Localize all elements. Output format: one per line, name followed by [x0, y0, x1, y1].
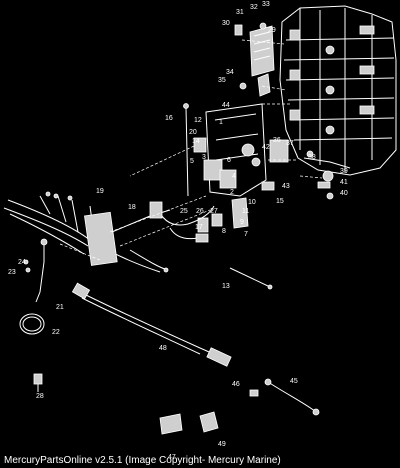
callout-27: 27	[210, 208, 218, 215]
callout-23: 23	[8, 269, 16, 276]
cable-25	[149, 201, 215, 243]
callout-42: 42	[262, 144, 270, 151]
callout-36: 36	[273, 137, 281, 144]
callout-11: 11	[242, 208, 249, 215]
callout-47: 47	[168, 454, 176, 461]
callout-labels: 1 2 3 4 5 6 7 8 9 10 11 12 13 14 15 16 1…	[8, 1, 348, 461]
callout-35: 35	[218, 77, 226, 84]
callout-48: 48	[159, 345, 167, 352]
callout-22: 22	[52, 329, 60, 336]
rod-13	[229, 267, 269, 287]
callout-16: 16	[165, 115, 173, 122]
callout-6: 6	[227, 157, 231, 164]
cable-45	[249, 378, 320, 416]
callout-43: 43	[282, 183, 290, 190]
callout-20: 20	[189, 129, 197, 136]
leader-lines	[59, 39, 323, 261]
callout-9: 9	[240, 219, 244, 226]
callout-38: 38	[308, 154, 316, 161]
callout-44: 44	[222, 102, 230, 109]
parts-47-49	[159, 411, 219, 435]
sensor-group	[306, 150, 334, 200]
rod-16-tip	[183, 103, 189, 109]
callout-12: 12	[194, 117, 202, 124]
callout-2: 2	[230, 189, 234, 196]
callout-31: 31	[236, 9, 244, 16]
callout-4: 4	[232, 173, 236, 180]
callout-25: 25	[180, 208, 188, 215]
cable-48	[71, 282, 232, 367]
callout-29: 29	[268, 27, 276, 34]
callout-46: 46	[232, 381, 240, 388]
callout-7: 7	[244, 231, 248, 238]
callout-10: 10	[248, 199, 256, 206]
callout-45: 45	[290, 378, 298, 385]
callout-32: 32	[250, 4, 258, 11]
callout-49: 49	[218, 441, 226, 448]
callout-21: 21	[56, 304, 64, 311]
callout-26: 26	[196, 208, 204, 215]
rod-13-end	[267, 284, 273, 290]
callout-30: 30	[222, 20, 230, 27]
callout-15: 15	[276, 198, 284, 205]
wiring-harness-18	[3, 191, 171, 273]
callout-14: 14	[192, 138, 200, 145]
part-28	[33, 373, 43, 392]
callout-34: 34	[226, 69, 234, 76]
callout-5: 5	[190, 158, 194, 165]
copyright-footer: MercuryPartsOnline v2.5.1 (Image Copyrig…	[4, 455, 281, 466]
callout-19: 19	[96, 188, 104, 195]
callout-17: 17	[195, 224, 203, 231]
module-29	[234, 22, 275, 97]
callout-33: 33	[262, 1, 270, 8]
callout-41: 41	[340, 179, 348, 186]
callout-24: 24	[18, 259, 26, 266]
callout-37: 37	[286, 140, 294, 147]
callout-39: 39	[340, 168, 348, 175]
callout-1: 1	[219, 119, 223, 126]
bracket-assembly	[193, 103, 289, 233]
callout-18: 18	[128, 204, 136, 211]
callout-13: 13	[222, 283, 230, 290]
callout-40: 40	[340, 190, 348, 197]
engine-block	[279, 5, 397, 176]
lead-21-22	[19, 238, 48, 335]
callout-28: 28	[36, 393, 44, 400]
callout-8: 8	[222, 228, 226, 235]
rod-16	[185, 107, 189, 197]
callout-3: 3	[202, 154, 206, 161]
